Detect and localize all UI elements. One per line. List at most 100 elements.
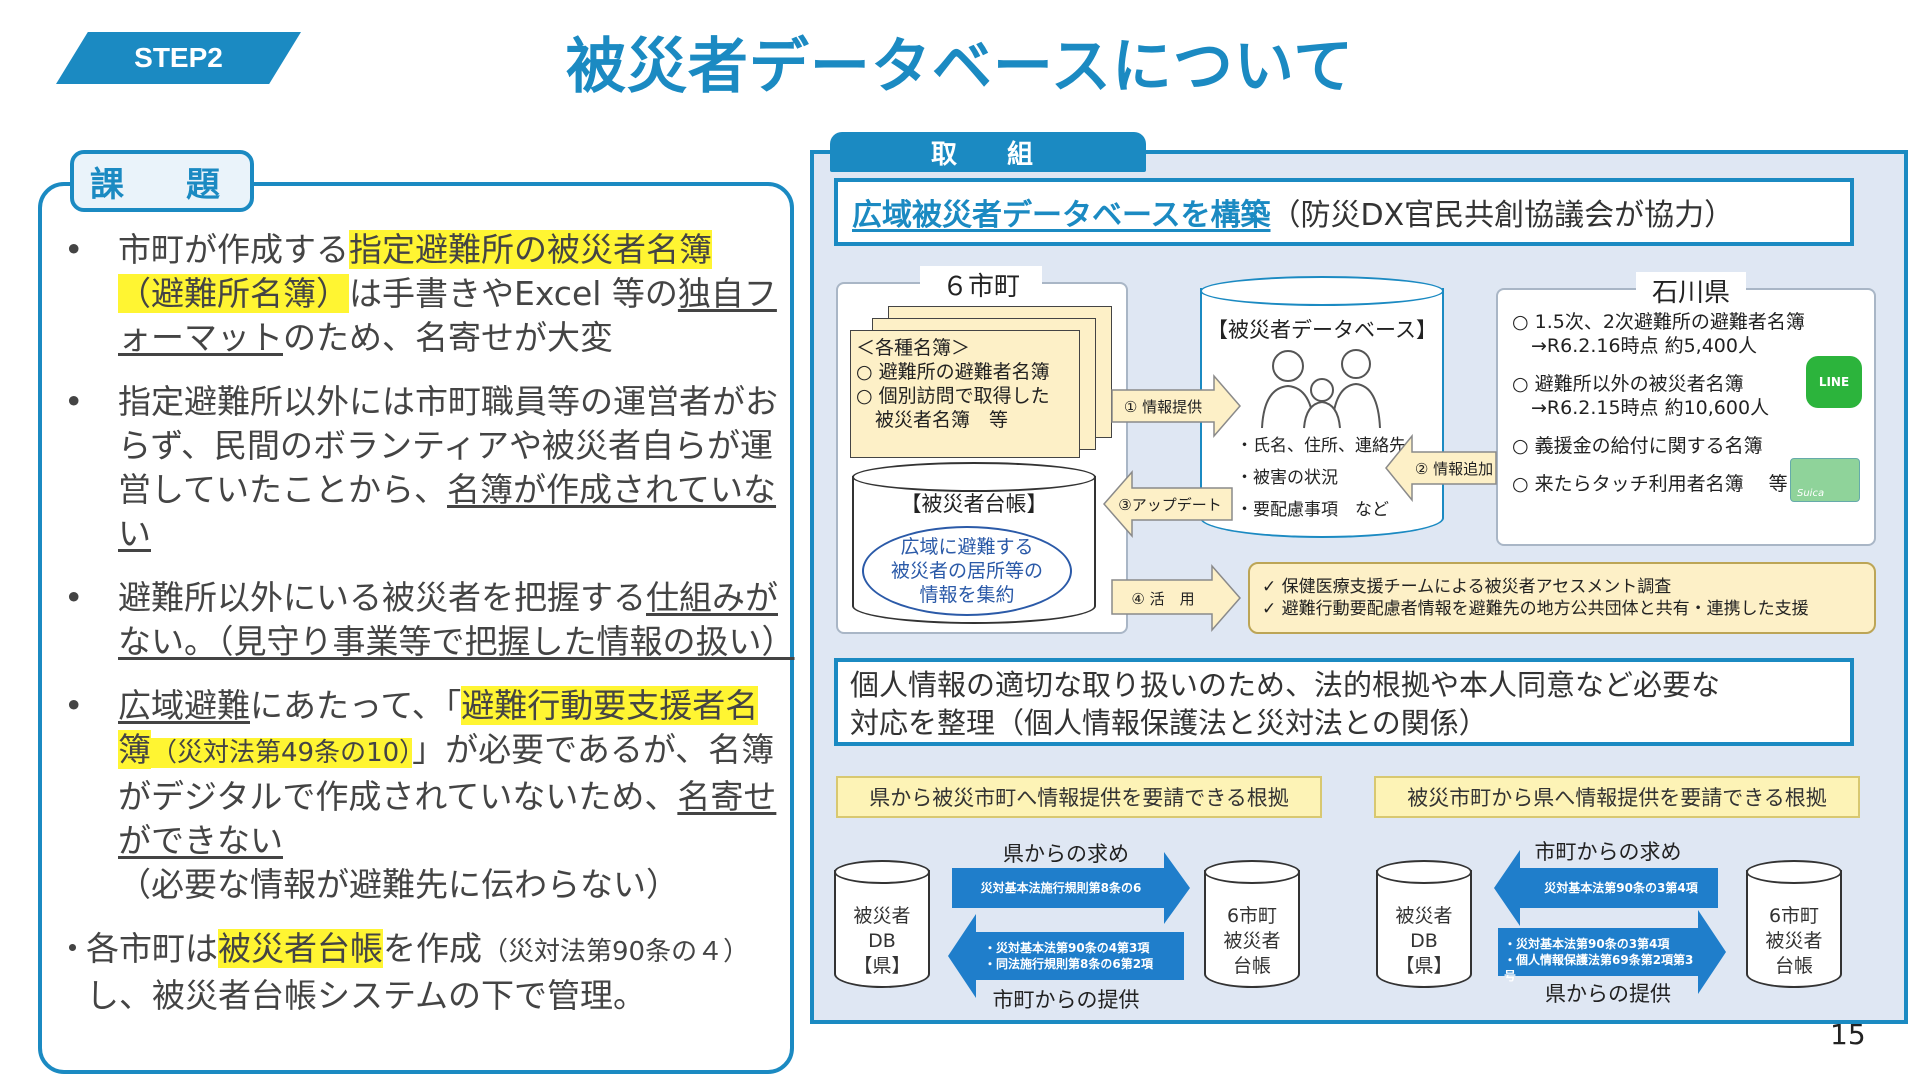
issue-text: （必要な情報が避難先に伝わらない）: [118, 865, 679, 904]
ledger-title: 【被災者台帳】: [900, 492, 1048, 516]
issue-text: 」が必要であるが、名簿がデジタルで作成されていないため、: [118, 730, 775, 816]
issue-text: 指定避難所以外には市町職員等の運営者がおらず、民間のボランティアや被災者自らが運…: [118, 382, 778, 509]
add-arrow: [1385, 433, 1497, 503]
issue-underline: 名寄せができない: [118, 777, 777, 860]
ledger-cylinder-top: [852, 462, 1096, 492]
prefecture-box: [1496, 288, 1876, 546]
privacy-line: 対応を整理（個人情報保護法と災対法との関係）: [850, 706, 1488, 740]
torikumi-label: 取 組: [830, 132, 1146, 172]
page-number: 15: [1830, 1018, 1866, 1051]
cylinder-top: [1204, 860, 1300, 884]
ledger-line: 広域に避難する: [900, 536, 1034, 558]
cylinder-top: [1746, 860, 1842, 884]
issue-text: し、被災者台帳システムの下で管理。: [86, 976, 647, 1015]
basis-left-provide-arrow: [948, 914, 1184, 998]
prefecture-item-line: ○ 来たらタッチ利用者名簿 等: [1512, 473, 1788, 495]
ledger-line: 被災者の居所等の: [890, 560, 1043, 582]
database-item: ・要配慮事項 など: [1236, 500, 1389, 520]
issue-highlight: 指定避難所の被災者名簿: [349, 230, 712, 269]
cylinder-text: 【県】: [853, 955, 911, 977]
disaster-database-top: [1200, 276, 1444, 306]
step-tag: STEP2: [56, 32, 301, 84]
basis-left-provide-label: ・災対基本法第90条の4第3項 ・同法施行規則第8条の6第2項: [984, 940, 1184, 972]
basis-left-provide-caption: 市町からの提供: [992, 988, 1140, 1012]
municipal-ledger-cylinder: 6市町 被災者 台帳: [1204, 870, 1300, 988]
support-box: ✓ 保健医療支援チームによる被災者アセスメント調査 ✓ 避難行動要配慮者情報を避…: [1248, 562, 1876, 634]
basis-left-heading: 県から被災市町へ情報提供を要請できる根拠: [836, 776, 1322, 818]
provide-arrow-line: ・同法施行規則第8条の6第2項: [984, 957, 1154, 971]
line-app-icon: LINE: [1806, 356, 1862, 408]
basis-right-provide-arrow: [1498, 910, 1726, 994]
issues-panel: [38, 182, 794, 1074]
issue-text: 各市町は: [86, 929, 218, 968]
issue-item-1: • 市町が作成する指定避難所の被災者名簿（避難所名簿）は手書きやExcel 等の…: [60, 228, 778, 360]
issue-underline: 仕組みがない。（見守り事業等で把握した情報の扱い）: [118, 578, 795, 661]
prefecture-item-line: →R6.2.15時点 約10,600人: [1512, 397, 1770, 419]
torikumi-title-note: （防災DX官民共創協議会が協力）: [1270, 198, 1735, 233]
meibo-line: ○ 避難所の避難者名簿: [856, 361, 1050, 383]
bullet-icon: •: [64, 382, 84, 421]
bullet-icon: •: [64, 686, 84, 725]
issue-text: 避難所以外にいる被災者を把握する: [118, 578, 646, 617]
issue-highlight: （避難所名簿）: [118, 274, 349, 313]
database-item: ・氏名、住所、連絡先: [1236, 436, 1406, 456]
ledger-line: 情報を集約: [919, 584, 1015, 606]
issues-label: 課 題: [70, 150, 254, 212]
basis-right-provide-caption: 県からの提供: [1545, 982, 1671, 1006]
prefecture-item: ○ 1.5次、2次避難所の避難者名簿 →R6.2.16時点 約5,400人: [1512, 310, 1862, 358]
basis-right-heading: 被災市町から県へ情報提供を要請できる根拠: [1374, 776, 1860, 818]
basis-right-request-label: 災対基本法第90条の3第4項: [1544, 881, 1698, 895]
cylinder-top: [834, 860, 930, 884]
issue-highlight: 被災者台帳: [218, 929, 383, 968]
provide-arrow-line: ・個人情報保護法第69条第2項第3号: [1504, 953, 1694, 983]
cylinder-text: 台帳: [1774, 955, 1813, 977]
provide-arrow-label: ① 情報提供: [1123, 397, 1203, 416]
privacy-line: 個人情報の適切な取り扱いのため、法的根拠や本人同意など必要な: [850, 668, 1721, 702]
add-arrow-label: ② 情報追加: [1414, 459, 1494, 478]
bullet-icon: ・: [56, 929, 89, 968]
issues-list: • 市町が作成する指定避難所の被災者名簿（避難所名簿）は手書きやExcel 等の…: [56, 228, 795, 1038]
prefecture-item: ○ 義援金の給付に関する名簿: [1512, 434, 1862, 458]
issue-note: （災対法第90条の４）: [482, 937, 750, 967]
support-item: ✓ 保健医療支援チームによる被災者アセスメント調査: [1262, 577, 1672, 597]
issue-item-2: • 指定避難所以外には市町職員等の運営者がおらず、民間のボランティアや被災者自ら…: [60, 380, 778, 556]
cylinder-text: 被災者: [1395, 905, 1453, 927]
issue-underline: 独自フォーマット: [118, 274, 777, 357]
issue-underline: 広域避難: [118, 686, 250, 725]
disaster-database-title: 【被災者データベース】: [1207, 318, 1437, 342]
issue-text: 市町が作成する: [118, 230, 349, 269]
support-item: ✓ 避難行動要配慮者情報を避難先の地方公共団体と共有・連携した支援: [1262, 599, 1809, 619]
torikumi-title-strong: 広域被災者データベースを構築: [852, 198, 1271, 233]
meibo-line: 被災者名簿 等: [856, 409, 1009, 431]
prefecture-item-line: ○ 避難所以外の被災者名簿: [1512, 373, 1744, 395]
prefecture-item-line: →R6.2.16時点 約5,400人: [1512, 335, 1757, 357]
issue-text: にあたって、「: [250, 686, 462, 725]
issue-text: のため、名寄せが大変: [283, 318, 613, 357]
cylinder-text: DB: [1410, 930, 1438, 952]
cylinder-text: 6市町: [1226, 905, 1278, 927]
issue-item-3: • 避難所以外にいる被災者を把握する仕組みがない。（見守り事業等で把握した情報の…: [60, 576, 795, 664]
issue-text: を作成: [383, 929, 482, 968]
meibo-list: ＜各種名簿＞ ○ 避難所の避難者名簿 ○ 個別訪問で取得した 被災者名簿 等: [856, 336, 1088, 432]
cylinder-text: 6市町: [1768, 905, 1820, 927]
bullet-icon: •: [64, 578, 84, 617]
prefecture-item-line: ○ 1.5次、2次避難所の避難者名簿: [1512, 311, 1805, 333]
use-arrow: [1111, 564, 1241, 632]
basis-right-provide-label: ・災対基本法第90条の3第4項 ・個人情報保護法第69条第2項第3号: [1504, 936, 1700, 984]
issue-text: は手書きやExcel 等の: [349, 274, 678, 313]
update-arrow: [1103, 470, 1233, 538]
suica-card-icon: Suica: [1790, 458, 1860, 502]
cylinder-text: 被災者: [1223, 930, 1281, 952]
meibo-line: ○ 個別訪問で取得した: [856, 385, 1050, 407]
use-arrow-label: ④ 活 用: [1131, 589, 1195, 608]
issue-item-4: • 広域避難にあたって、「避難行動要支援者名簿（災対法第49条の10）」が必要で…: [60, 684, 778, 907]
prefecture-list: ○ 1.5次、2次避難所の避難者名簿 →R6.2.16時点 約5,400人 ○ …: [1512, 310, 1862, 510]
prefecture-item: ○ 来たらタッチ利用者名簿 等: [1512, 472, 1862, 496]
basis-right-request-arrow: [1494, 850, 1718, 926]
meibo-line: ＜各種名簿＞: [856, 337, 971, 359]
prefecture-label: 石川県: [1636, 272, 1746, 308]
database-item: ・被害の状況: [1236, 468, 1338, 488]
cylinder-text: 【県】: [1395, 955, 1453, 977]
database-items: ・氏名、住所、連絡先 ・被害の状況 ・要配慮事項 など: [1236, 430, 1436, 526]
